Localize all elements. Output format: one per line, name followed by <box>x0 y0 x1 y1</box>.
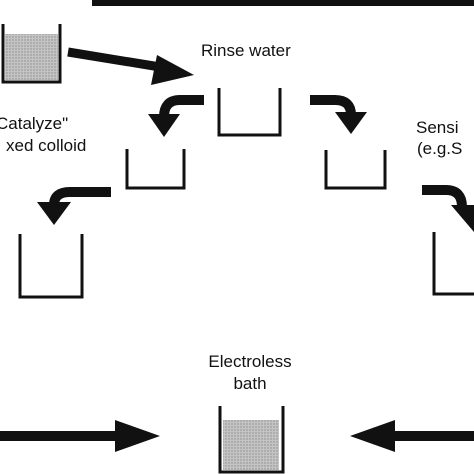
arrow-icon <box>67 47 194 85</box>
starting-solution-beaker <box>1 24 62 84</box>
rinse-beaker-right <box>432 232 474 296</box>
arrow-to-bath-right-icon <box>350 420 474 452</box>
curved-arrow-lower-right-icon <box>422 185 474 232</box>
beaker-icon <box>1 24 62 84</box>
electroless-label-line2: bath <box>233 374 267 393</box>
liquid-fill <box>5 34 58 80</box>
arrow-to-bath-left-icon <box>0 420 160 452</box>
curved-arrow-right-icon <box>310 95 367 134</box>
rinse-water-beaker <box>217 88 282 137</box>
liquid-fill <box>223 420 279 470</box>
catalyze-label-line1: Catalyze" <box>0 114 69 133</box>
top-border-bar <box>92 0 474 6</box>
rinse-beaker-left <box>18 234 84 299</box>
electroless-label-line1: Electroless <box>208 352 292 371</box>
sensitize-beaker <box>324 150 387 190</box>
electroless-bath-beaker <box>218 406 285 474</box>
curved-arrow-lower-left-icon <box>37 187 111 225</box>
rinse-water-label: Rinse water <box>201 41 291 60</box>
beaker-icon <box>218 406 285 474</box>
sensitize-label-line2: (e.g.S <box>417 139 463 158</box>
curved-arrow-left-icon <box>148 95 204 137</box>
sensitize-label-line1: Sensi <box>416 118 459 137</box>
catalyze-label-line2: xed colloid <box>6 136 87 155</box>
catalyze-beaker <box>125 149 186 190</box>
